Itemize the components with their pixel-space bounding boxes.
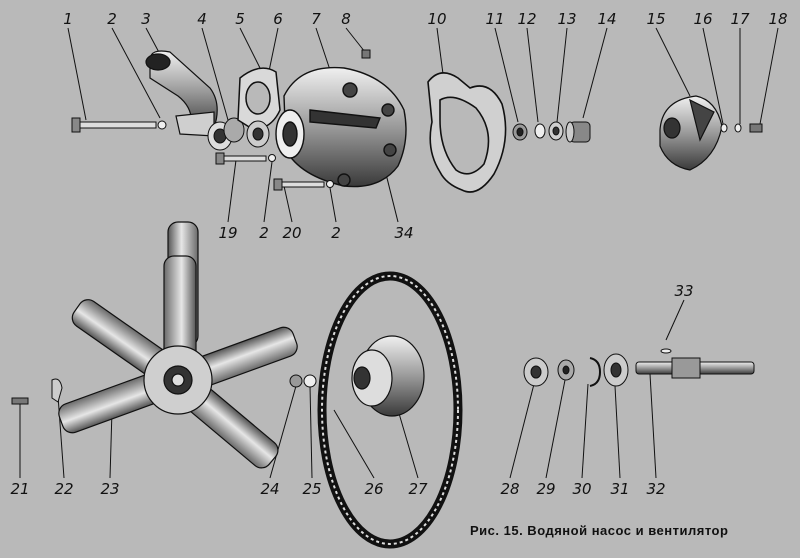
callout-28: 28 [500, 480, 520, 498]
pulley-27 [351, 335, 425, 417]
callout-17: 17 [730, 10, 750, 28]
callout-24: 24 [260, 480, 280, 498]
bolt-21 [11, 397, 29, 405]
callout-14: 14 [597, 10, 617, 28]
gasket-10 [427, 72, 507, 193]
key-33 [660, 348, 672, 354]
callout-29: 29 [536, 480, 556, 498]
plug-8 [361, 49, 371, 59]
callout-10: 10 [427, 10, 447, 28]
lock-plate-22 [51, 378, 63, 403]
washer-2a [157, 120, 167, 130]
snap-ring-30 [589, 357, 602, 387]
callout-31: 31 [610, 480, 630, 498]
washer-25 [303, 374, 317, 388]
bolt-19 [215, 152, 267, 165]
callout-2-mid: 2 [259, 224, 269, 242]
callout-32: 32 [646, 480, 666, 498]
bearing-6 [246, 120, 270, 148]
callout-3: 3 [141, 10, 151, 28]
callout-2-right: 2 [331, 224, 341, 242]
callout-34: 34 [394, 224, 414, 242]
fan-23 [58, 221, 298, 469]
callout-7: 7 [311, 10, 321, 28]
bolt-1 [71, 117, 157, 133]
callout-11: 11 [485, 10, 505, 28]
shaft-32 [635, 357, 755, 379]
callout-25: 25 [302, 480, 322, 498]
callout-2: 2 [107, 10, 117, 28]
callout-23: 23 [100, 480, 120, 498]
callout-12: 12 [517, 10, 537, 28]
callout-13: 13 [557, 10, 577, 28]
bearing-4 [207, 117, 245, 151]
leader-lines [19, 27, 779, 479]
callout-30: 30 [572, 480, 592, 498]
pump-housing-7 [275, 66, 407, 188]
bearing-28 [523, 357, 549, 387]
callout-5: 5 [235, 10, 245, 28]
nut-24 [289, 374, 303, 388]
callout-1: 1 [63, 10, 73, 28]
callout-33: 33 [674, 282, 694, 300]
callout-21: 21 [10, 480, 30, 498]
washer-2c [326, 180, 334, 188]
bolt-20 [273, 178, 325, 191]
elbow-pipe-3 [145, 50, 218, 137]
callout-8: 8 [341, 10, 351, 28]
washer-2b [268, 154, 276, 162]
spacer-29 [557, 359, 575, 381]
washer-16 [720, 123, 728, 133]
callout-22: 22 [54, 480, 74, 498]
callout-18: 18 [768, 10, 788, 28]
callout-16: 16 [693, 10, 713, 28]
seal-parts-11-14 [512, 121, 591, 143]
callout-19: 19 [218, 224, 238, 242]
bearing-31 [603, 353, 629, 387]
callout-15: 15 [646, 10, 666, 28]
impeller-15 [659, 95, 723, 171]
callout-4: 4 [197, 10, 207, 28]
gasket-5 [237, 67, 281, 131]
callout-27: 27 [408, 480, 428, 498]
bolt-18 [749, 123, 763, 133]
callout-6: 6 [273, 10, 283, 28]
callout-20: 20 [282, 224, 302, 242]
belt-26 [317, 271, 463, 549]
figure-caption: Рис. 15. Водяной насос и вентилятор [470, 523, 729, 538]
callout-26: 26 [364, 480, 384, 498]
washer-17 [734, 123, 742, 133]
